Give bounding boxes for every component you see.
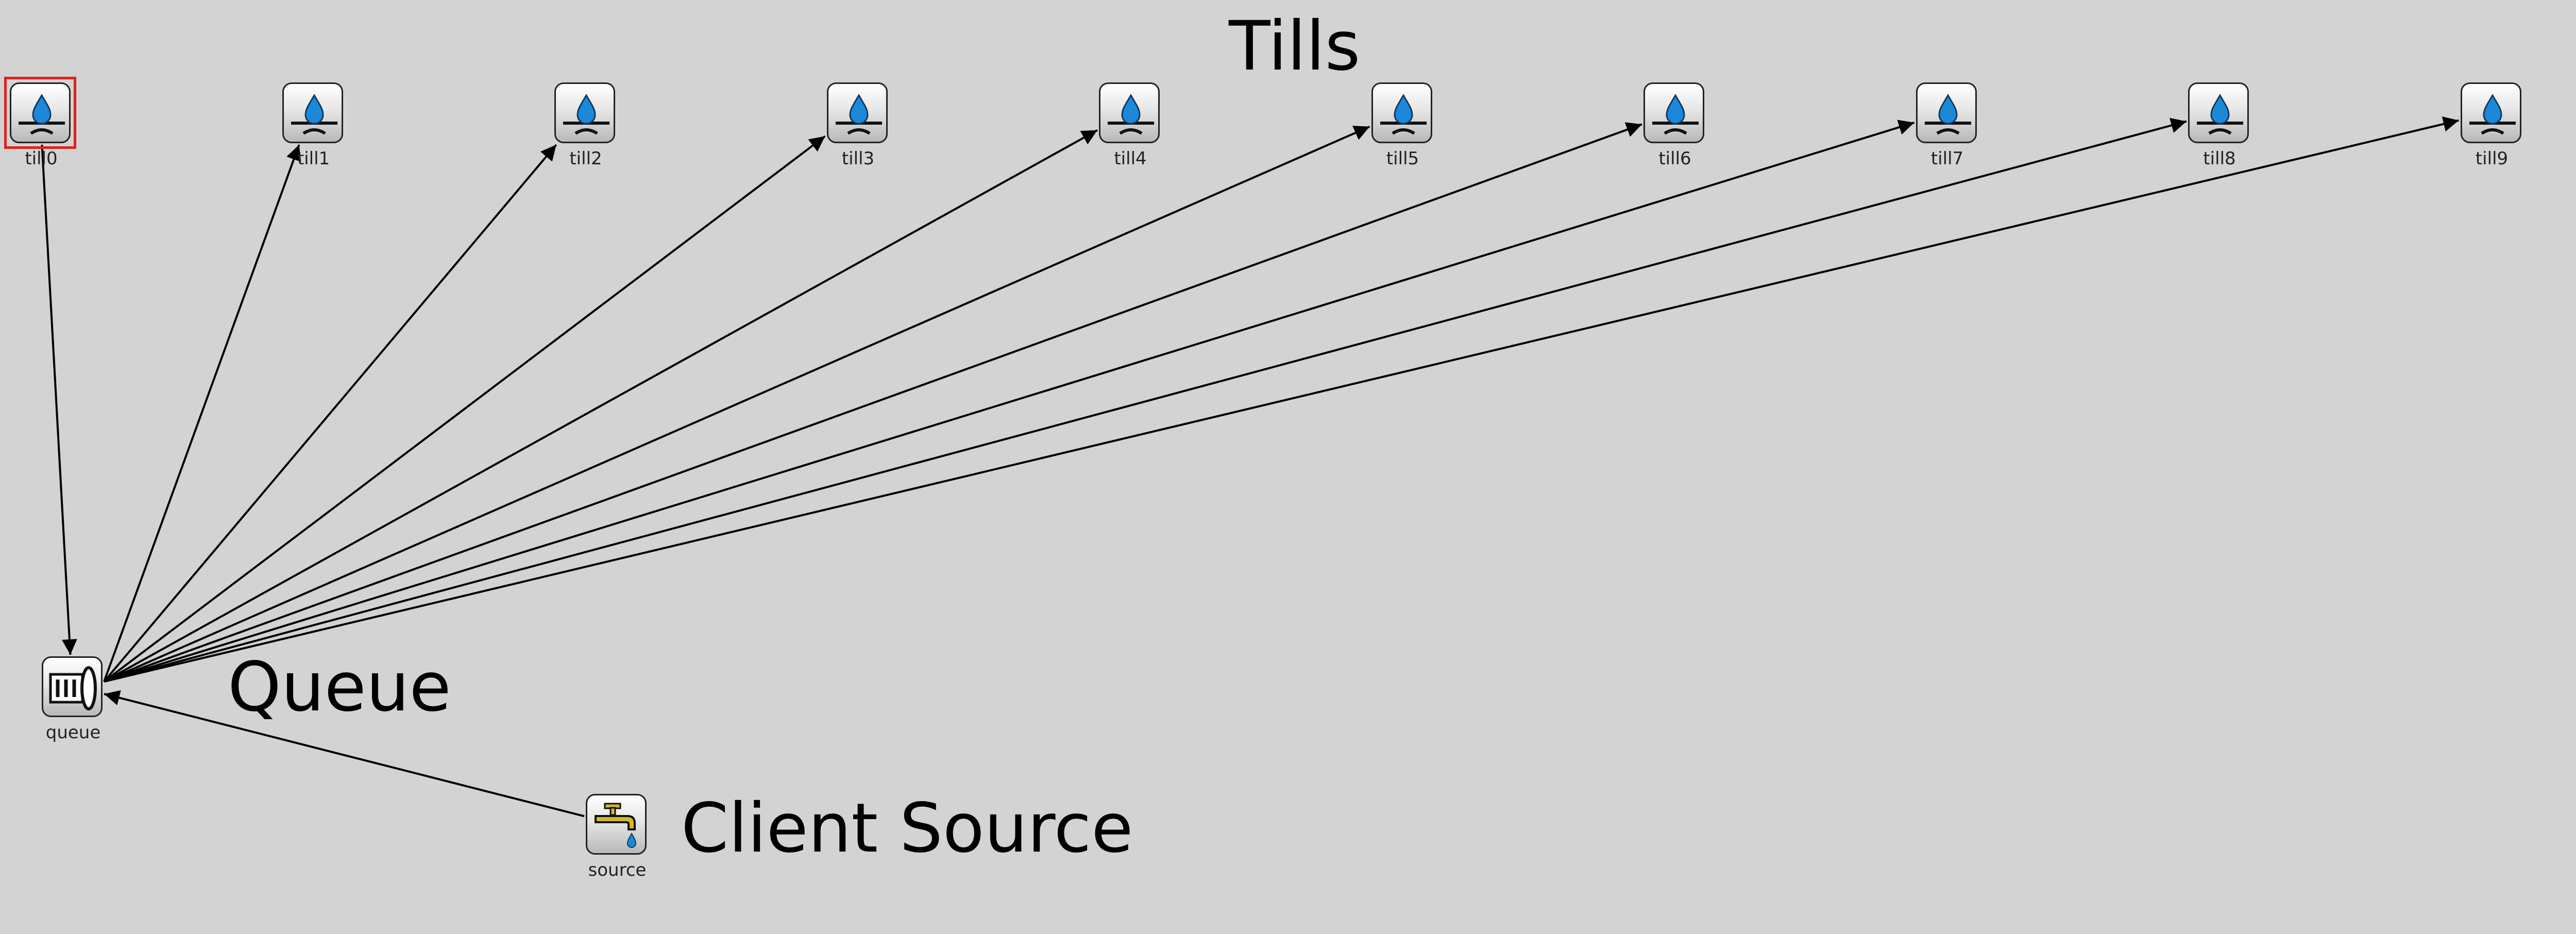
sink-drop-icon <box>1916 82 1977 143</box>
edge-till0-to-queue <box>41 144 77 655</box>
till6-label: till6 <box>1658 148 1691 169</box>
sink-drop-icon <box>2188 82 2249 143</box>
queue-label: queue <box>45 722 101 743</box>
till8-node[interactable]: till8 <box>2188 82 2251 169</box>
till7-node[interactable]: till7 <box>1916 82 1979 169</box>
source-label: source <box>588 860 647 880</box>
sink-drop-icon <box>1099 82 1160 143</box>
edge-queue-to-till7 <box>104 120 1915 683</box>
till0-label: till0 <box>25 148 58 169</box>
edge-queue-to-till9 <box>104 116 2459 683</box>
till1-label: till1 <box>297 148 330 169</box>
till5-label: till5 <box>1386 148 1419 169</box>
edge-source-to-queue <box>104 690 585 818</box>
till4-node[interactable]: till4 <box>1099 82 1162 169</box>
source-node[interactable]: source <box>586 794 649 880</box>
till2-node[interactable]: till2 <box>554 82 617 169</box>
edge-queue-to-till1 <box>103 144 301 682</box>
connections <box>41 116 2459 818</box>
queue-icon <box>42 656 103 717</box>
client-source-title: Client Source <box>681 789 1133 868</box>
till8-label: till8 <box>2203 148 2236 169</box>
till1-node[interactable]: till1 <box>282 82 345 169</box>
sink-drop-icon <box>1643 82 1704 143</box>
sink-drop-icon <box>826 82 888 143</box>
faucet-icon <box>586 794 647 855</box>
selection-highlight <box>4 77 76 149</box>
queue-title: Queue <box>228 648 451 727</box>
edge-queue-to-till4 <box>104 129 1098 683</box>
till4-label: till4 <box>1114 148 1147 169</box>
till9-node[interactable]: till9 <box>2460 82 2523 169</box>
till9-label: till9 <box>2475 148 2509 169</box>
till7-label: till7 <box>1930 148 1964 169</box>
sink-drop-icon <box>282 82 343 143</box>
till3-label: till3 <box>841 148 875 169</box>
sink-drop-icon <box>10 82 71 143</box>
edge-queue-to-till8 <box>104 117 2187 683</box>
sink-drop-icon <box>2460 82 2521 143</box>
sink-drop-icon <box>1371 82 1432 143</box>
tills-title: Tills <box>1229 7 1361 86</box>
sink-drop-icon <box>554 82 615 143</box>
queue-node[interactable]: queue <box>42 656 105 743</box>
till6-node[interactable]: till6 <box>1643 82 1706 169</box>
edge-queue-to-till3 <box>103 135 826 683</box>
till2-label: till2 <box>569 148 602 169</box>
till3-node[interactable]: till3 <box>826 82 890 169</box>
edge-queue-to-till5 <box>104 125 1370 683</box>
edge-queue-to-till2 <box>103 144 557 683</box>
till0-node[interactable]: till0 <box>10 82 73 169</box>
edge-queue-to-till6 <box>104 122 1642 683</box>
till5-node[interactable]: till5 <box>1371 82 1434 169</box>
